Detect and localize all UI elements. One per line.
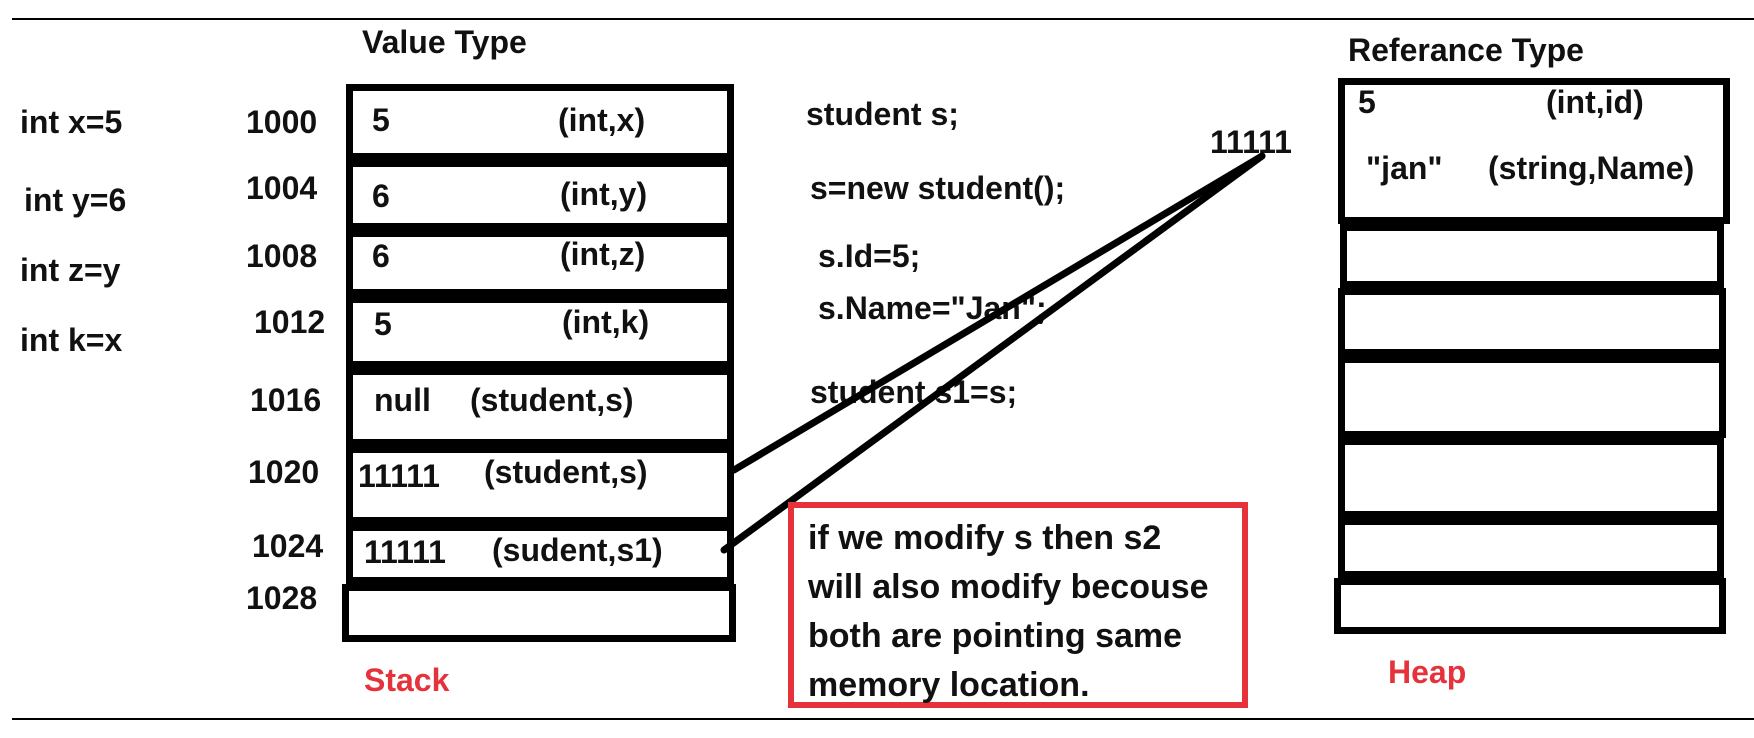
value-type-heading: Value Type (362, 24, 527, 60)
diagram-frame (12, 18, 1754, 720)
stack-cell-type: (student,s) (470, 382, 634, 418)
stack-address: 1008 (246, 238, 318, 274)
declaration-k: int k=x (20, 322, 123, 358)
stack-cell (346, 230, 734, 296)
stack-cell-value: null (374, 382, 431, 418)
heap-field-value: 5 (1358, 84, 1376, 120)
stack-cell (342, 584, 736, 642)
stack-cell-type: (int,k) (562, 304, 650, 340)
stack-cell-type: (int,y) (560, 176, 648, 212)
code-line: s.Name="Jan"; (818, 290, 1047, 326)
stack-address: 1004 (246, 170, 318, 206)
heap-cell (1334, 578, 1726, 634)
stack-address: 1020 (248, 454, 320, 490)
declaration-z: int z=y (20, 252, 121, 288)
stack-cell-type: (sudent,s1) (492, 532, 663, 568)
heap-address: 11111 (1210, 124, 1292, 160)
stack-cell-type: (int,z) (560, 236, 646, 272)
stack-cell (346, 296, 734, 368)
declaration-x: int x=5 (20, 104, 123, 140)
heap-cell (1338, 356, 1726, 438)
declaration-y: int y=6 (24, 182, 127, 218)
stack-cell-value: 11111 (358, 458, 440, 494)
stack-cell-value: 6 (372, 178, 390, 214)
stack-address: 1028 (246, 580, 318, 616)
code-line: s=new student(); (810, 170, 1066, 206)
stack-cell-value: 6 (372, 238, 390, 274)
heap-field-type: (string,Name) (1488, 150, 1695, 186)
heap-label: Heap (1388, 654, 1467, 690)
note-box: if we modify s then s2 will also modify … (788, 502, 1248, 708)
stack-cell-type: (int,x) (558, 102, 646, 138)
stack-address: 1000 (246, 104, 318, 140)
stack-cell-value: 5 (374, 306, 392, 342)
heap-field-value: "jan" (1366, 150, 1443, 186)
stack-cell-type: (student,s) (484, 454, 648, 490)
heap-cell (1340, 224, 1724, 288)
stack-address: 1024 (252, 528, 324, 564)
heap-cell (1338, 438, 1724, 518)
code-line: s.Id=5; (818, 238, 921, 274)
heap-cell (1338, 518, 1724, 578)
code-line: student s1=s; (810, 374, 1018, 410)
stack-cell-value: 11111 (364, 534, 446, 570)
stack-cell-value: 5 (372, 102, 390, 138)
stack-cell (346, 160, 734, 230)
heap-field-type: (int,id) (1546, 84, 1644, 120)
stack-cell (346, 84, 734, 160)
stack-address: 1012 (254, 304, 326, 340)
reference-type-heading: Referance Type (1348, 32, 1584, 68)
heap-cell (1338, 78, 1730, 224)
heap-cell (1338, 288, 1726, 356)
stack-address: 1016 (250, 382, 322, 418)
note-text: if we modify s then s2 will also modify … (808, 519, 1209, 704)
code-line: student s; (806, 96, 959, 132)
stack-cell (346, 524, 734, 584)
stack-label: Stack (364, 662, 450, 698)
